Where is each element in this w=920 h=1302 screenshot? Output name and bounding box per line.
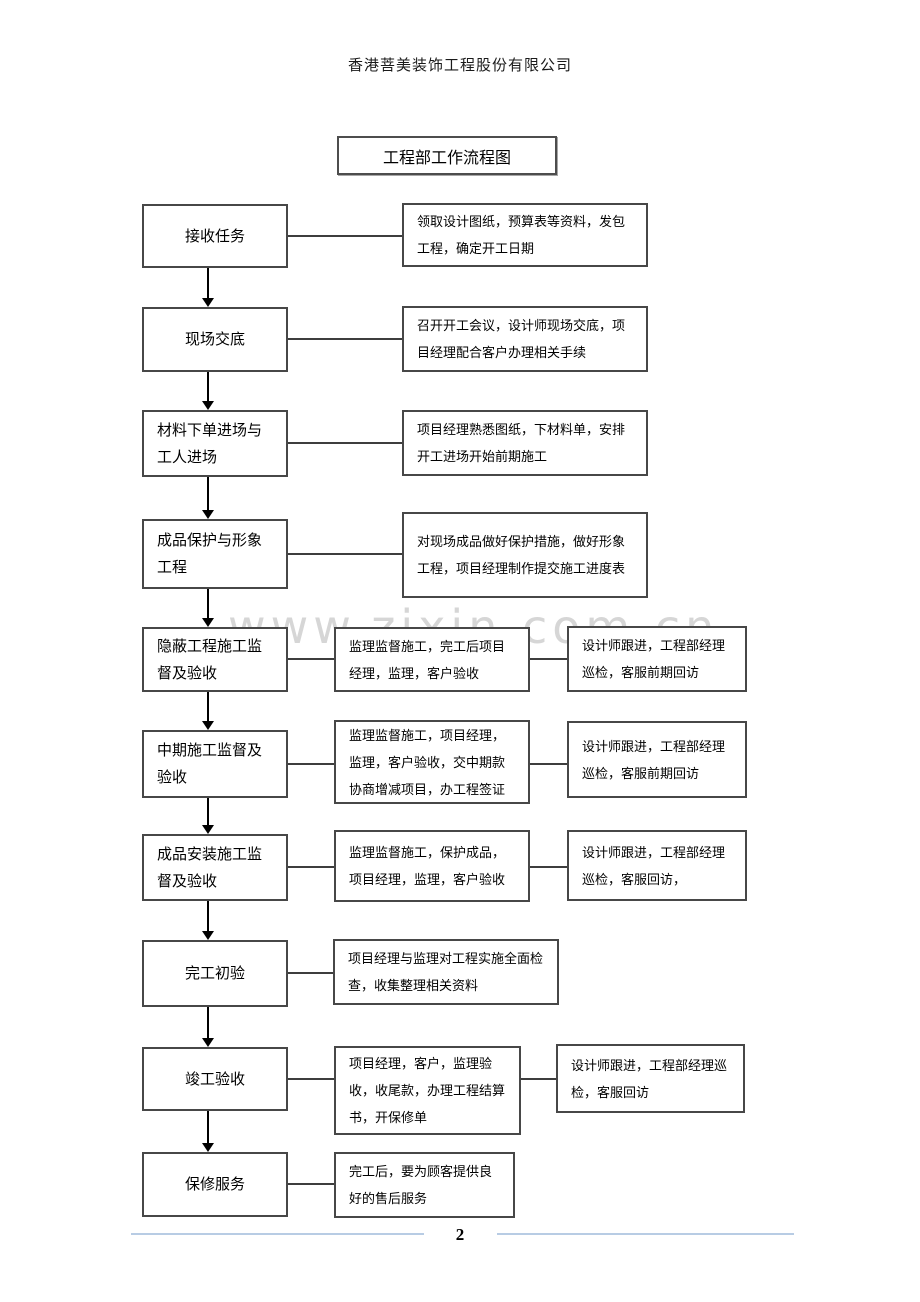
step-label: 中期施工监督及验收 <box>157 742 263 786</box>
footer-rule-blue-left <box>131 1233 424 1235</box>
detail-text: 监理监督施工，项目经理，监理，客户验收，交中期款协商增减项目，办工程签证 <box>349 727 506 797</box>
step-label: 接收任务 <box>184 227 245 245</box>
connector-line <box>530 866 567 868</box>
connector-line <box>288 553 402 555</box>
step-label: 成品安装施工监督及验收 <box>157 845 263 890</box>
company-name: 香港菩美装饰工程股份有限公司 <box>347 57 572 74</box>
detail-text: 项目经理与监理对工程实施全面检查，收集整理相关资料 <box>348 951 544 993</box>
detail-text: 领取设计图纸，预算表等资料，发包工程，确定开工日期 <box>417 214 626 256</box>
step-box-installation-supervision: 成品安装施工监督及验收 <box>142 834 288 901</box>
step-box-final-acceptance: 竣工验收 <box>142 1047 288 1111</box>
detail-box: 领取设计图纸，预算表等资料，发包工程，确定开工日期 <box>402 203 648 267</box>
connector-line <box>288 972 333 974</box>
side-text: 设计师跟进，工程部经理巡检，客服回访， <box>582 844 726 887</box>
step-label: 隐蔽工程施工监督及验收 <box>157 637 263 682</box>
connector-line <box>288 866 334 868</box>
detail-text: 完工后，要为顾客提供良好的售后服务 <box>349 1164 493 1206</box>
detail-box: 完工后，要为顾客提供良好的售后服务 <box>334 1152 515 1218</box>
detail-text: 项目经理，客户，监理验收，收尾款，办理工程结算书，开保修单 <box>349 1056 506 1125</box>
step-box-warranty-service: 保修服务 <box>142 1152 288 1217</box>
detail-text: 召开开工会议，设计师现场交底，项目经理配合客户办理相关手续 <box>417 318 626 360</box>
step-box-site-briefing: 现场交底 <box>142 307 288 372</box>
detail-box: 召开开工会议，设计师现场交底，项目经理配合客户办理相关手续 <box>402 306 648 372</box>
detail-text: 监理监督施工，保护成品，项目经理，监理，客户验收 <box>349 845 506 887</box>
connector-line <box>288 338 402 340</box>
step-box-product-protection: 成品保护与形象工程 <box>142 519 288 589</box>
step-box-midterm-supervision: 中期施工监督及验收 <box>142 730 288 798</box>
detail-text: 对现场成品做好保护措施，做好形象工程，项目经理制作提交施工进度表 <box>417 534 626 576</box>
detail-box: 项目经理熟悉图纸，下材料单，安排开工进场开始前期施工 <box>402 410 648 476</box>
connector-line <box>288 1183 334 1185</box>
step-label: 保修服务 <box>184 1176 245 1193</box>
flowchart-title: 工程部工作流程图 <box>382 149 511 167</box>
connector-line <box>288 442 402 444</box>
detail-box: 项目经理，客户，监理验收，收尾款，办理工程结算书，开保修单 <box>334 1046 521 1135</box>
step-box-material-order: 材料下单进场与工人进场 <box>142 410 288 477</box>
detail-box: 监理监督施工，项目经理，监理，客户验收，交中期款协商增减项目，办工程签证 <box>334 720 530 804</box>
detail-text: 项目经理熟悉图纸，下材料单，安排开工进场开始前期施工 <box>417 422 626 464</box>
footer-rule-blue-right <box>497 1233 794 1235</box>
side-text: 设计师跟进，工程部经理巡检，客服前期回访 <box>582 638 726 680</box>
side-box: 设计师跟进，工程部经理巡检，客服前期回访 <box>567 626 747 692</box>
step-label: 完工初验 <box>184 965 245 982</box>
step-label: 成品保护与形象工程 <box>157 532 263 576</box>
connector-line <box>530 763 567 765</box>
detail-box: 监理监督施工，保护成品，项目经理，监理，客户验收 <box>334 830 530 902</box>
connector-line <box>530 658 567 660</box>
page-number: 2 <box>455 1225 465 1244</box>
detail-box: 监理监督施工，完工后项目经理，监理，客户验收 <box>334 627 530 692</box>
side-box: 设计师跟进，工程部经理巡检，客服回访 <box>556 1044 745 1113</box>
side-box: 设计师跟进，工程部经理巡检，客服回访， <box>567 830 747 901</box>
step-box-initial-inspection: 完工初验 <box>142 940 288 1007</box>
detail-text: 监理监督施工，完工后项目经理，监理，客户验收 <box>349 638 506 681</box>
step-label: 竣工验收 <box>184 1070 245 1088</box>
connector-line <box>288 1078 334 1080</box>
detail-box: 对现场成品做好保护措施，做好形象工程，项目经理制作提交施工进度表 <box>402 512 648 598</box>
connector-line <box>521 1078 556 1080</box>
flowchart-title-box: 工程部工作流程图 <box>337 136 557 175</box>
step-label: 材料下单进场与工人进场 <box>157 421 263 466</box>
step-box-concealed-work: 隐蔽工程施工监督及验收 <box>142 627 288 692</box>
connector-line <box>288 658 334 660</box>
step-label: 现场交底 <box>184 331 245 348</box>
side-text: 设计师跟进，工程部经理巡检，客服回访 <box>571 1057 728 1100</box>
side-text: 设计师跟进，工程部经理巡检，客服前期回访 <box>582 738 726 781</box>
step-box-receive-task: 接收任务 <box>142 204 288 268</box>
connector-line <box>288 763 334 765</box>
connector-line <box>288 235 402 237</box>
side-box: 设计师跟进，工程部经理巡检，客服前期回访 <box>567 721 747 798</box>
detail-box: 项目经理与监理对工程实施全面检查，收集整理相关资料 <box>333 939 559 1005</box>
